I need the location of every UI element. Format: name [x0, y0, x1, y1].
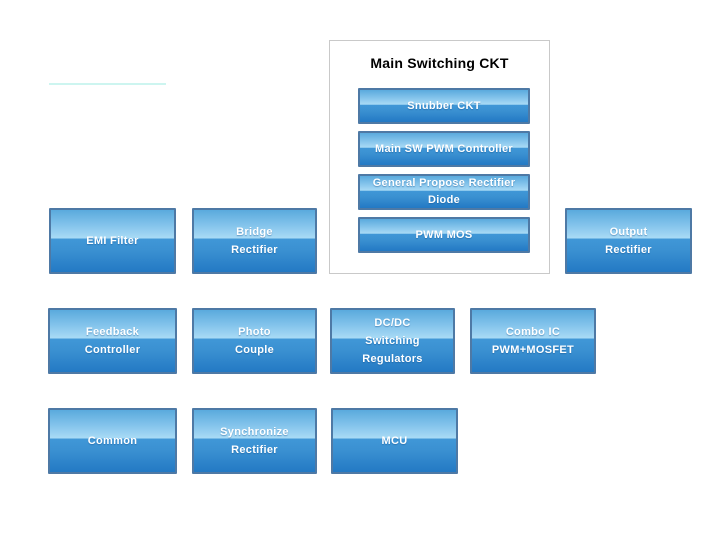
- button-label: Bridge Rectifier: [231, 226, 278, 256]
- pwm-mos-button[interactable]: PWM MOS: [358, 217, 530, 253]
- synchronize-rectifier-button[interactable]: Synchronize Rectifier: [192, 408, 317, 474]
- button-label: DC/DC Switching Regulators: [362, 317, 423, 365]
- main-switching-ckt-group: Main Switching CKT Snubber CKT Main SW P…: [329, 40, 550, 274]
- emi-filter-button[interactable]: EMI Filter: [49, 208, 176, 274]
- button-label: MCU: [381, 435, 408, 447]
- feedback-controller-button[interactable]: Feedback Controller: [48, 308, 177, 374]
- dcdc-switching-regulators-button[interactable]: DC/DC Switching Regulators: [330, 308, 455, 374]
- common-button[interactable]: Common: [48, 408, 177, 474]
- button-label: Main SW PWM Controller: [375, 142, 513, 155]
- button-label: EMI Filter: [86, 235, 139, 247]
- general-propose-rectifier-diode-button[interactable]: General Propose Rectifier Diode: [358, 174, 530, 210]
- combo-ic-pwm-mosfet-button[interactable]: Combo IC PWM+MOSFET: [470, 308, 596, 374]
- snubber-ckt-button[interactable]: Snubber CKT: [358, 88, 530, 124]
- button-label: Snubber CKT: [407, 99, 481, 112]
- output-rectifier-button[interactable]: Output Rectifier: [565, 208, 692, 274]
- button-label: Photo Couple: [234, 326, 275, 356]
- bridge-rectifier-button[interactable]: Bridge Rectifier: [192, 208, 317, 274]
- button-label: Feedback Controller: [84, 326, 141, 356]
- faded-box-artifact: [49, 83, 166, 85]
- main-sw-pwm-controller-button[interactable]: Main SW PWM Controller: [358, 131, 530, 167]
- button-label: Combo IC PWM+MOSFET: [491, 326, 575, 356]
- button-label: Common: [87, 435, 138, 447]
- button-label: Output Rectifier: [605, 226, 652, 256]
- photo-couple-button[interactable]: Photo Couple: [192, 308, 317, 374]
- button-label: General Propose Rectifier Diode: [372, 177, 516, 206]
- group-title: Main Switching CKT: [370, 55, 509, 71]
- button-label: PWM MOS: [415, 228, 473, 241]
- button-label: Synchronize Rectifier: [220, 426, 289, 456]
- mcu-button[interactable]: MCU: [331, 408, 458, 474]
